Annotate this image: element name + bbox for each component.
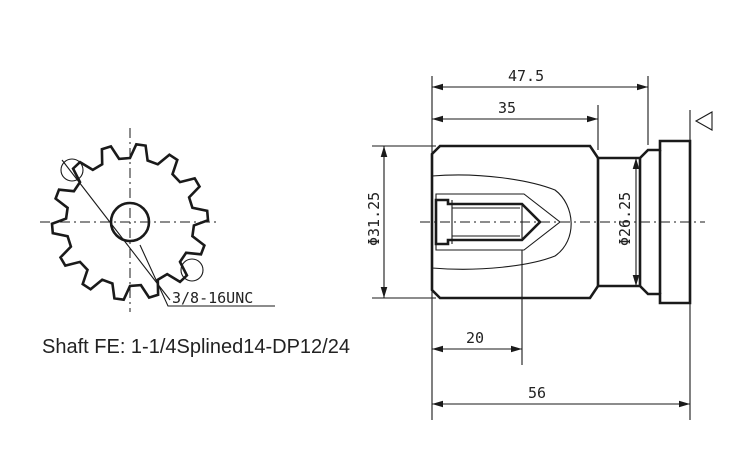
thread-callout-label: 3/8-16UNC (172, 289, 253, 307)
shaft-caption: Shaft FE: 1-1/4Splined14-DP12/24 (42, 336, 350, 358)
dim-neck-diameter-label: Φ26.25 (616, 192, 634, 246)
spline-end-view: 3/8-16UNC (40, 128, 275, 312)
tooth-detail-circle-left (60, 158, 84, 182)
dim-bore-depth-label: 20 (466, 329, 484, 347)
tooth-detail-circle-right (180, 258, 204, 282)
dim-overall-bottom-label: 56 (528, 384, 546, 402)
shaft-side-view: 47.5 35 Φ31.25 Φ26.25 20 56 (365, 67, 713, 420)
thread-leader-line (139, 244, 275, 307)
dim-recess-top-label: 35 (498, 99, 516, 117)
datum-triangle-icon (694, 111, 713, 131)
dim-overall-top-label: 47.5 (508, 67, 544, 85)
spline-gear-outline (50, 142, 210, 302)
threaded-bore (434, 198, 542, 246)
pitch-diameter-line (61, 159, 171, 301)
dim-body-diameter-label: Φ31.25 (365, 192, 383, 246)
